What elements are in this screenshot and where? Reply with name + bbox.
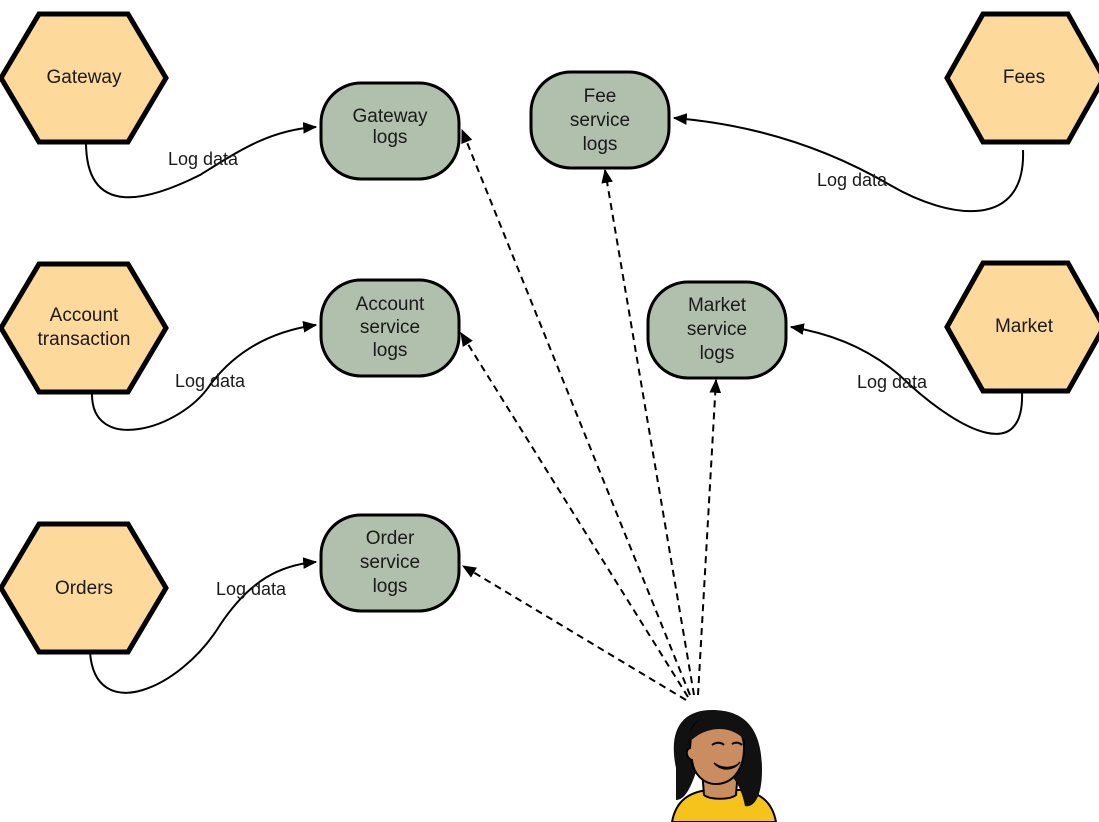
service-fees: Fees — [944, 11, 1099, 145]
account-logs-line1: Account — [356, 294, 425, 315]
query-arrow-order-logs — [461, 565, 687, 701]
log-data-arrow-fees — [672, 113, 1025, 213]
log-store-gateway: Gateway logs — [319, 81, 461, 181]
service-gateway: Gateway — [0, 11, 169, 145]
market-logs-line3: logs — [700, 343, 735, 364]
service-account-label-line1: Account — [50, 305, 119, 326]
market-logs-line2: service — [687, 319, 747, 340]
service-orders: Orders — [0, 521, 169, 655]
log-data-arrow-gateway — [85, 122, 318, 199]
service-gateway-label: Gateway — [47, 67, 122, 88]
edge-label-market: Log data — [857, 372, 928, 392]
service-orders-label: Orders — [55, 578, 113, 599]
edge-label-orders: Log data — [216, 579, 287, 599]
order-logs-line3: logs — [373, 576, 408, 597]
log-store-market: Market service logs — [646, 280, 788, 380]
log-data-arrow-market — [789, 323, 1024, 435]
gateway-logs-line1: Gateway — [353, 106, 428, 127]
service-market: Market — [944, 260, 1099, 394]
service-account-label-line2: transaction — [38, 329, 131, 350]
query-arrow-market-logs — [697, 378, 722, 696]
edge-label-gateway: Log data — [168, 149, 239, 169]
account-logs-line2: service — [360, 317, 420, 338]
edge-label-account: Log data — [175, 371, 246, 391]
log-data-arrow-orders — [89, 557, 318, 694]
service-account-transaction: Account transaction — [0, 261, 169, 395]
service-fees-label: Fees — [1003, 67, 1045, 88]
log-store-account: Account service logs — [319, 278, 461, 378]
order-logs-line2: service — [360, 552, 420, 573]
query-arrow-fee-logs — [601, 168, 695, 696]
account-logs-line3: logs — [373, 340, 408, 361]
service-market-label: Market — [995, 316, 1054, 337]
market-logs-line1: Market — [688, 295, 747, 316]
fee-logs-line3: logs — [583, 134, 618, 155]
gateway-logs-line2: logs — [373, 127, 408, 148]
user-avatar — [670, 710, 778, 822]
fee-logs-line1: Fee — [584, 86, 617, 107]
query-arrow-account-logs — [460, 332, 689, 698]
log-store-order: Order service logs — [319, 513, 461, 613]
log-data-arrow-account — [90, 320, 318, 431]
edge-label-fees: Log data — [817, 170, 888, 190]
order-logs-line1: Order — [366, 528, 415, 549]
fee-logs-line2: service — [570, 110, 630, 131]
log-store-fee: Fee service logs — [529, 70, 671, 170]
query-arrow-gateway-logs — [461, 128, 691, 696]
